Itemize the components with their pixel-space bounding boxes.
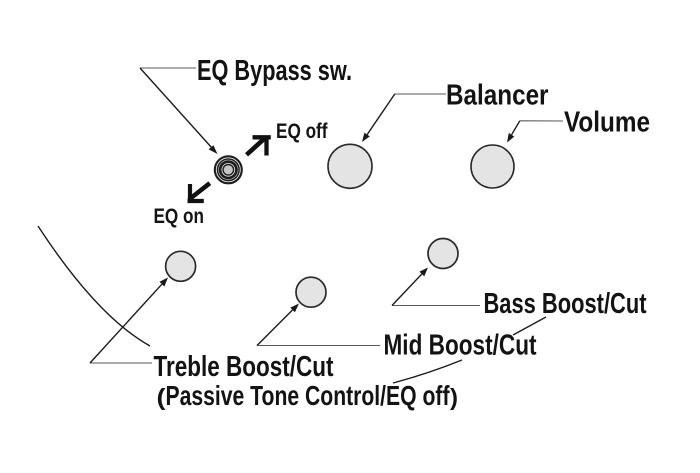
svg-text:EQ on: EQ on: [154, 204, 205, 228]
svg-text:Mid Boost/Cut: Mid Boost/Cut: [384, 330, 537, 362]
svg-text:(: (: [157, 384, 166, 410]
svg-text:Volume: Volume: [564, 107, 650, 139]
svg-text:Balancer: Balancer: [446, 80, 549, 112]
svg-text:EQ off: EQ off: [276, 119, 328, 143]
svg-text:): ): [450, 384, 458, 410]
svg-text:Bass Boost/Cut: Bass Boost/Cut: [484, 288, 647, 320]
svg-text:Passive Tone Control/EQ off: Passive Tone Control/EQ off: [166, 380, 451, 411]
svg-text:EQ Bypass sw.: EQ Bypass sw.: [197, 55, 352, 87]
svg-text:Treble Boost/Cut: Treble Boost/Cut: [154, 351, 334, 383]
